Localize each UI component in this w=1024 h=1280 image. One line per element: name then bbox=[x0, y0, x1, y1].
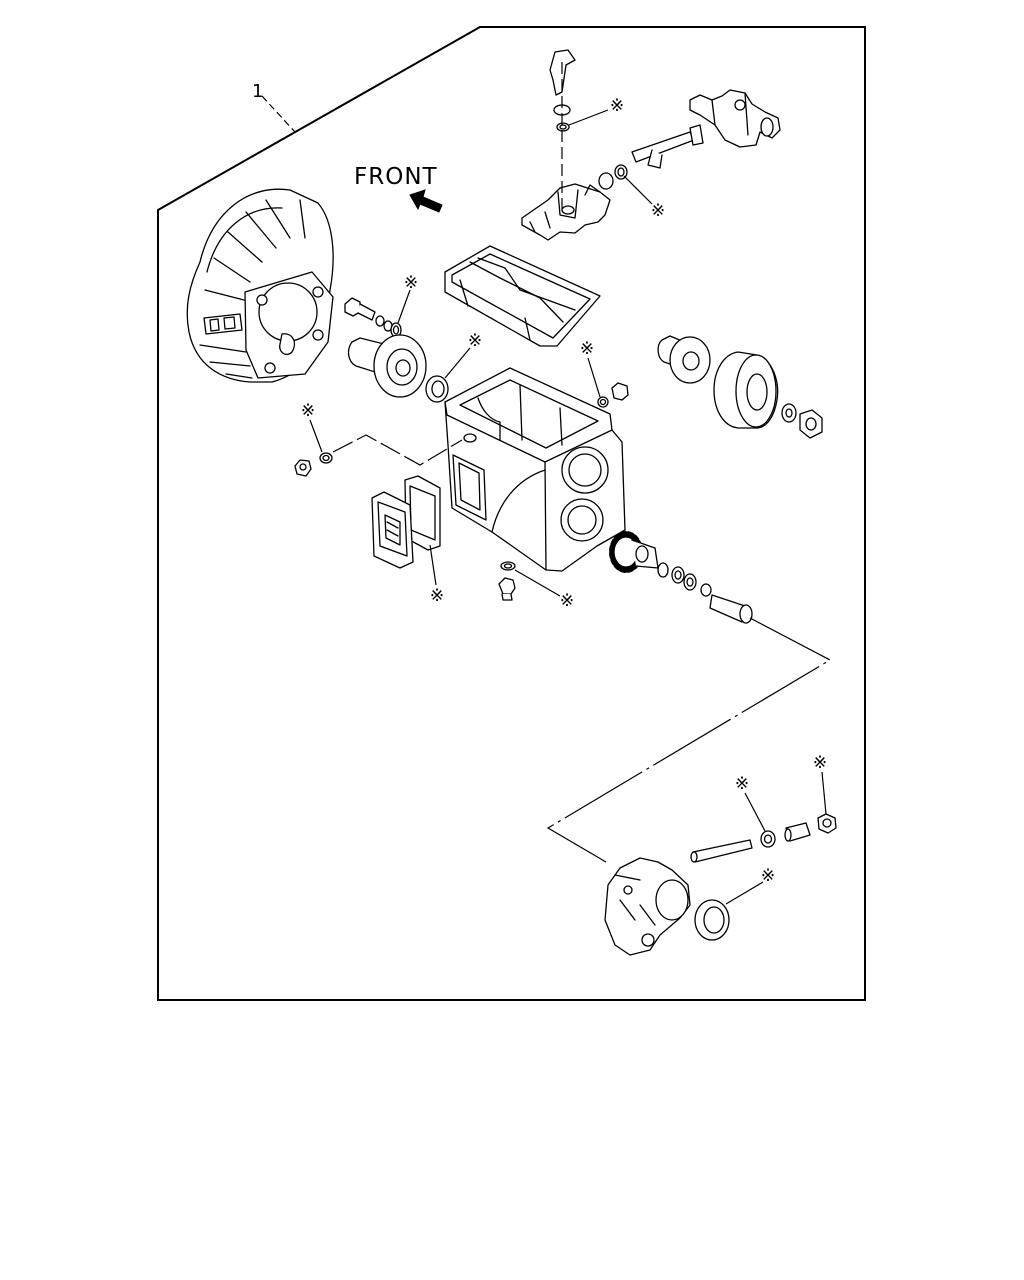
rear-nut bbox=[799, 409, 823, 439]
countershaft-spacers bbox=[657, 562, 712, 597]
shift-housing bbox=[689, 89, 781, 148]
transmission-case bbox=[444, 367, 626, 572]
leader-filler-plug-left bbox=[309, 419, 323, 453]
asterisk-mark: ※ bbox=[301, 401, 315, 421]
asterisk-mark: ※ bbox=[610, 96, 624, 116]
leader-lines bbox=[261, 62, 832, 905]
asterisk-marks: ※ ※ ※ ※ ※ ※ ※ ※ ※ ※ ※ bbox=[301, 96, 827, 886]
speedometer-shaft bbox=[690, 839, 753, 863]
arrow-up-left-icon bbox=[409, 189, 443, 213]
asterisk-mark: ※ bbox=[404, 273, 418, 293]
rear-extension bbox=[604, 857, 691, 956]
countershaft bbox=[709, 594, 753, 624]
rear-bearing bbox=[713, 351, 779, 429]
retainer-bolt bbox=[344, 297, 393, 332]
filler-plug-left-washer bbox=[319, 452, 333, 464]
rear-washer bbox=[781, 403, 797, 423]
countershaft-extension-line bbox=[546, 617, 832, 863]
speedometer-o-ring bbox=[760, 830, 776, 848]
leader-drain-plug-washer bbox=[514, 569, 561, 597]
drain-plug bbox=[498, 577, 516, 601]
assembly-frame bbox=[157, 26, 866, 1001]
shift-rod bbox=[631, 124, 704, 169]
asterisk-mark: ※ bbox=[735, 774, 749, 794]
side-cover bbox=[371, 491, 414, 569]
asterisk-mark: ※ bbox=[468, 331, 482, 351]
filler-plug-right bbox=[611, 382, 629, 401]
filler-plug-left bbox=[294, 459, 312, 477]
filler-plug-right-washer bbox=[597, 396, 609, 408]
bearing-retainer bbox=[347, 334, 427, 398]
drain-plug-washer bbox=[500, 561, 516, 571]
leader-input-oil-seal bbox=[444, 347, 471, 379]
leader-shift-rod-ring bbox=[623, 175, 653, 205]
asterisk-mark: ※ bbox=[430, 586, 444, 606]
asterisk-mark: ※ bbox=[813, 753, 827, 773]
asterisk-mark: ※ bbox=[560, 591, 574, 611]
leader-speedometer-plug bbox=[821, 771, 827, 815]
leader-shift-o-ring bbox=[568, 109, 609, 126]
shift-block bbox=[521, 183, 611, 241]
leader-item-1 bbox=[261, 95, 296, 133]
input-oil-seal bbox=[425, 375, 449, 403]
counter-gear bbox=[609, 531, 659, 573]
shift-rod-rings bbox=[598, 164, 628, 190]
rear-bearing-retainer bbox=[657, 335, 711, 384]
front-label: FRONT bbox=[354, 164, 438, 190]
retainer-o-ring bbox=[390, 322, 402, 338]
speedometer-plug bbox=[817, 813, 837, 834]
asterisk-mark: ※ bbox=[580, 339, 594, 359]
filler-plug-axis-line bbox=[332, 434, 463, 466]
leader-filler-plug-right bbox=[587, 357, 601, 398]
asterisk-mark: ※ bbox=[651, 201, 665, 221]
leader-rear-oil-seal bbox=[725, 881, 764, 905]
asterisk-mark: ※ bbox=[761, 866, 775, 886]
leader-side-cover-gasket bbox=[429, 544, 437, 586]
clutch-housing bbox=[186, 188, 334, 383]
speedometer-sleeve bbox=[784, 822, 811, 842]
rear-oil-seal bbox=[694, 899, 730, 941]
callout-item-1: 1 bbox=[252, 81, 263, 102]
shift-o-ring bbox=[556, 122, 570, 132]
leader-speedometer-o-ring bbox=[744, 792, 766, 832]
top-cover bbox=[444, 245, 601, 347]
leader-retainer-o-ring bbox=[397, 289, 411, 324]
